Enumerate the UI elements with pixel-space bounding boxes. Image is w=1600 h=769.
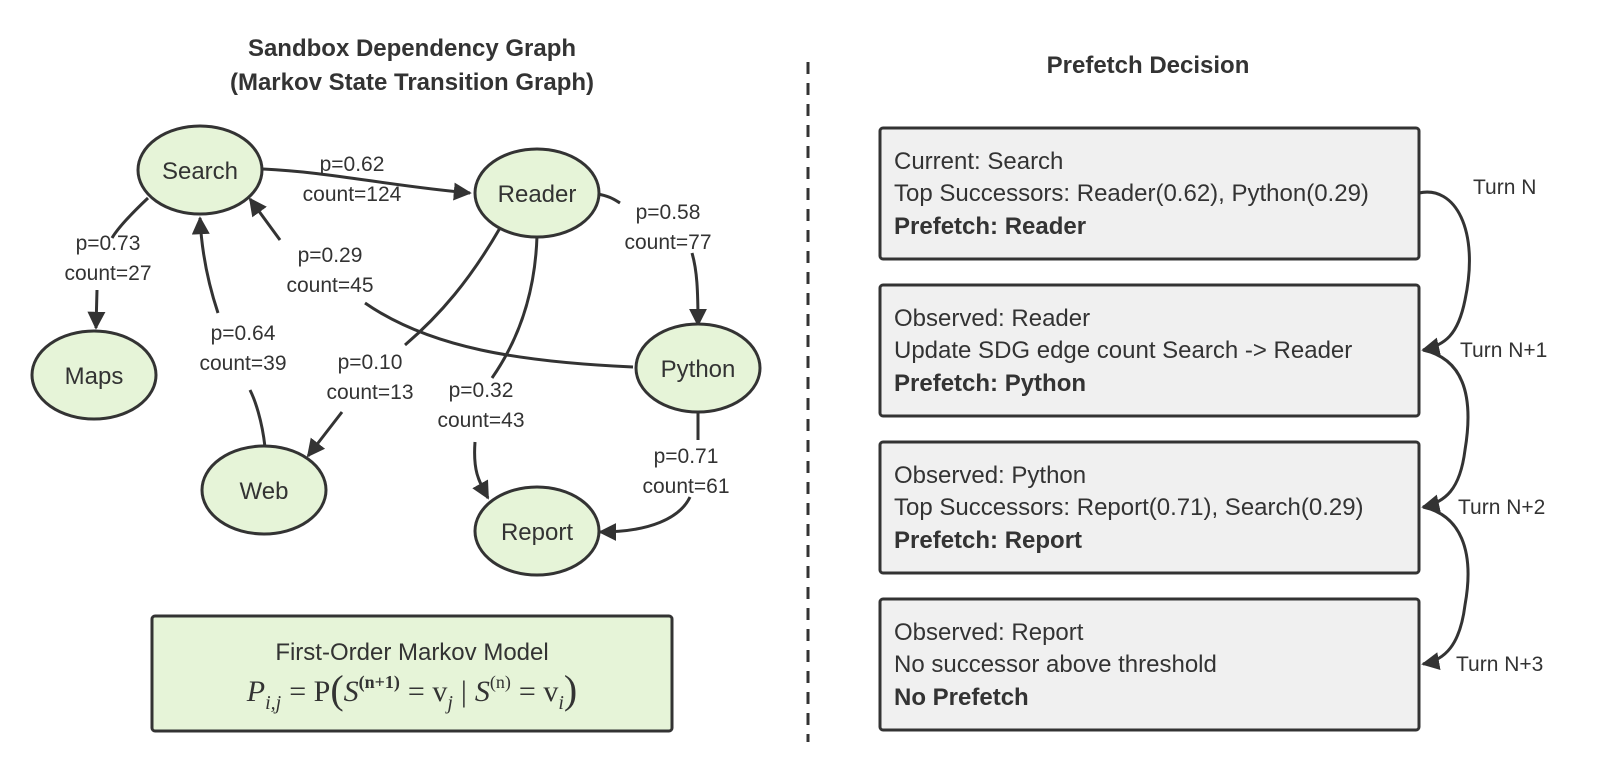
edge-reader-web bbox=[308, 227, 502, 456]
node-python: Python bbox=[634, 322, 762, 414]
node-report-label: Report bbox=[501, 519, 573, 546]
graph-subtitle: (Markov State Transition Graph) bbox=[230, 69, 594, 96]
edge-label-reader-web-count: count=13 bbox=[327, 381, 414, 404]
markov-model-box: First-Order Markov Model Pi,j= P(S(n+1)=… bbox=[150, 614, 674, 733]
markov-model-title: First-Order Markov Model bbox=[275, 639, 548, 666]
step-line2: Update SDG edge count Search -> Reader bbox=[894, 337, 1352, 364]
node-reader-label: Reader bbox=[498, 181, 577, 208]
edge-label-reader-python-count: count=77 bbox=[625, 231, 712, 254]
step-line2: No successor above threshold bbox=[894, 651, 1217, 678]
decision-step-turn-n1: Observed: Reader Update SDG edge count S… bbox=[878, 283, 1421, 418]
turn-arrow-n-to-n1 bbox=[1418, 190, 1471, 356]
decision-step-turn-n: Current: Search Top Successors: Reader(0… bbox=[878, 126, 1421, 261]
step-line1: Observed: Reader bbox=[894, 305, 1090, 332]
step-line1: Observed: Python bbox=[894, 462, 1086, 489]
node-web-label: Web bbox=[240, 478, 289, 505]
edge-search-maps bbox=[96, 196, 150, 328]
step-prefetch: Prefetch: Python bbox=[894, 370, 1086, 397]
graph-title: Sandbox Dependency Graph bbox=[248, 35, 576, 62]
node-maps-label: Maps bbox=[65, 363, 124, 390]
edge-label-search-maps-count: count=27 bbox=[65, 262, 152, 285]
node-maps: Maps bbox=[30, 329, 158, 421]
step-line1: Observed: Report bbox=[894, 619, 1084, 646]
edge-label-reader-report-p: p=0.32 bbox=[449, 379, 514, 402]
step-line2: Top Successors: Report(0.71), Search(0.2… bbox=[894, 494, 1364, 521]
node-python-label: Python bbox=[661, 356, 736, 383]
edge-label-web-search-count: count=39 bbox=[200, 352, 287, 375]
decision-title: Prefetch Decision bbox=[1047, 52, 1250, 79]
turn-arrow-n1-to-n2 bbox=[1421, 348, 1470, 513]
node-reader: Reader bbox=[473, 147, 601, 239]
node-report: Report bbox=[473, 485, 601, 577]
step-prefetch: Prefetch: Reader bbox=[894, 213, 1086, 240]
edge-label-web-search-p: p=0.64 bbox=[211, 322, 276, 345]
step-line2: Top Successors: Reader(0.62), Python(0.2… bbox=[894, 180, 1369, 207]
edge-label-search-maps-p: p=0.73 bbox=[76, 232, 141, 255]
edge-label-python-search-p: p=0.29 bbox=[298, 244, 363, 267]
step-prefetch: No Prefetch bbox=[894, 684, 1029, 711]
node-web: Web bbox=[200, 444, 328, 536]
edge-label-reader-report-count: count=43 bbox=[438, 409, 525, 432]
edge-reader-report bbox=[475, 235, 539, 498]
step-line1: Current: Search bbox=[894, 148, 1063, 175]
node-search-label: Search bbox=[162, 158, 238, 185]
node-search: Search bbox=[136, 124, 264, 216]
turn-label: Turn N+2 bbox=[1458, 496, 1545, 519]
turn-label: Turn N+3 bbox=[1456, 653, 1543, 676]
edge-label-python-report-p: p=0.71 bbox=[654, 445, 719, 468]
edge-web-search bbox=[200, 218, 267, 448]
turn-arrow-n2-to-n3 bbox=[1421, 505, 1470, 670]
decision-step-turn-n2: Observed: Python Top Successors: Report(… bbox=[878, 440, 1421, 575]
edge-label-reader-python-p: p=0.58 bbox=[636, 201, 701, 224]
edge-label-reader-web-p: p=0.10 bbox=[338, 351, 403, 374]
edge-label-python-search-count: count=45 bbox=[287, 274, 374, 297]
markov-formula: Pi,j= P(S(n+1)= vj|S(n)= vi) bbox=[246, 667, 577, 714]
edge-label-python-report-count: count=61 bbox=[643, 475, 730, 498]
edge-search-reader bbox=[262, 167, 472, 201]
edge-label-search-reader-p: p=0.62 bbox=[320, 153, 385, 176]
edge-label-search-reader-count: count=124 bbox=[303, 183, 402, 206]
decision-step-turn-n3: Observed: Report No successor above thre… bbox=[878, 597, 1421, 732]
turn-label: Turn N+1 bbox=[1460, 339, 1547, 362]
edge-python-search bbox=[250, 199, 634, 369]
edge-python-report bbox=[600, 410, 700, 532]
turn-label: Turn N bbox=[1473, 176, 1536, 199]
step-prefetch: Prefetch: Report bbox=[894, 527, 1082, 554]
